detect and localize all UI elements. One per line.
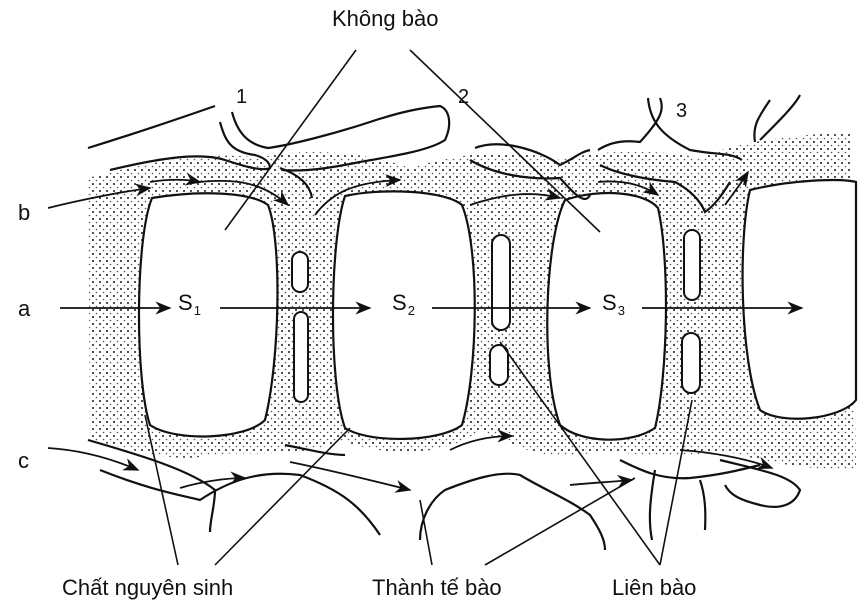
pointer-wall-1 bbox=[420, 500, 432, 565]
vacuole-4 bbox=[743, 180, 856, 419]
protoplasm-label: Chất nguyên sinh bbox=[62, 575, 233, 601]
vacuole-1 bbox=[139, 193, 277, 436]
vacuole-title-label: Không bào bbox=[332, 6, 438, 32]
s1-label: S1 bbox=[178, 290, 201, 318]
path-a-label: a bbox=[18, 296, 30, 322]
cell-number-1: 1 bbox=[236, 86, 247, 109]
cell-wall-label: Thành tế bào bbox=[372, 575, 502, 601]
path-c-label: c bbox=[18, 448, 29, 474]
plasmodesmata-label: Liên bào bbox=[612, 575, 696, 601]
s3-label: S3 bbox=[602, 290, 625, 318]
path-b-label: b bbox=[18, 200, 30, 226]
s2-label: S2 bbox=[392, 290, 415, 318]
cell-number-2: 2 bbox=[458, 86, 469, 109]
cell-number-3: 3 bbox=[676, 100, 687, 123]
pointer-wall-2 bbox=[485, 478, 635, 565]
